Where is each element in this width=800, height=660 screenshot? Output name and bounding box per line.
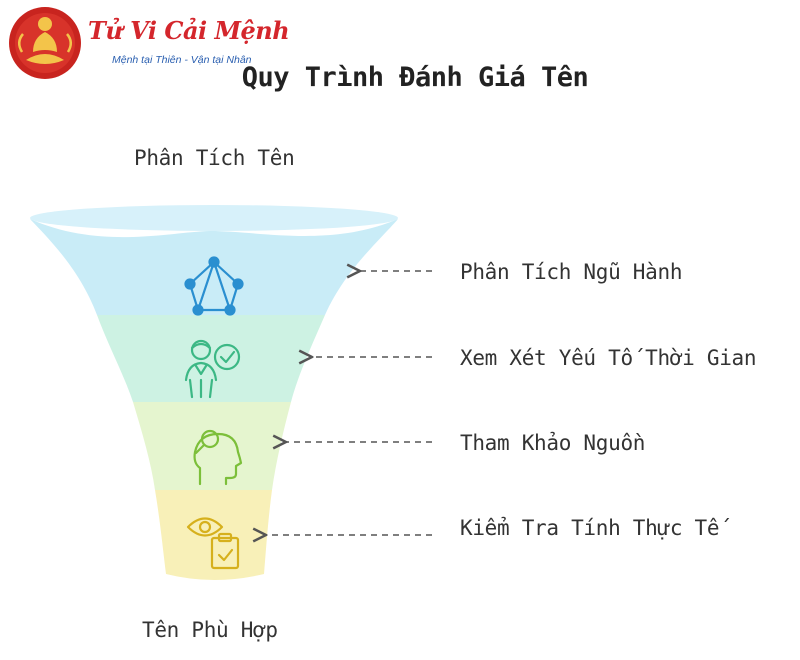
diagram-title: Quy Trình Đánh Giá Tên: [241, 62, 589, 93]
funnel-stage-4: [155, 490, 272, 580]
stage-label-2: Xem Xét Yếu Tố Thời Gian: [460, 346, 757, 370]
head-search-icon: [193, 429, 243, 486]
molecule-network-icon: [184, 256, 244, 316]
stage-label-4: Kiểm Tra Tính Thực Tế: [460, 516, 720, 540]
logo-name: Tử Vi Cải Mệnh: [88, 16, 290, 45]
funnel-stage-2: [97, 315, 325, 402]
eye-clipboard-icon: [186, 517, 240, 570]
funnel-rim: [30, 205, 398, 231]
funnel-bottom-label: Tên Phù Hợp: [142, 618, 278, 642]
stage-label-3: Tham Khảo Nguồn: [460, 431, 646, 455]
funnel-top-label: Phân Tích Tên: [134, 146, 295, 170]
buddha-emblem-icon: [9, 7, 81, 79]
brand-logo: Tử Vi Cải Mệnh Mệnh tại Thiên - Vận tại …: [6, 4, 290, 84]
logo-slogan: Mệnh tại Thiên - Vận tại Nhân: [112, 54, 252, 66]
person-checkmark-icon: [184, 339, 241, 399]
stage-label-1: Phân Tích Ngũ Hành: [460, 260, 683, 284]
